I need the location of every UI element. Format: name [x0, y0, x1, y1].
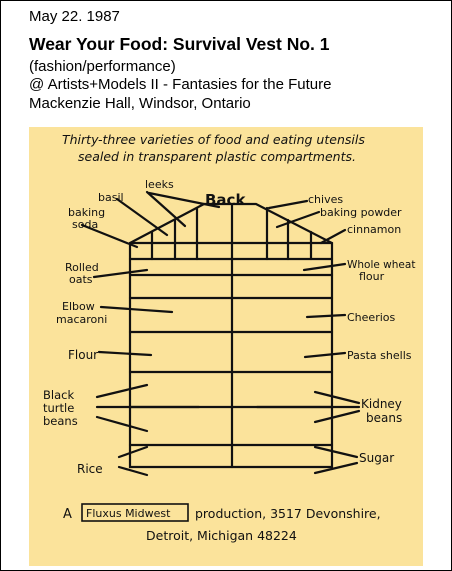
label-chives: chives [308, 193, 343, 206]
sketch-stroke [319, 228, 347, 245]
sketch-stroke [80, 223, 139, 249]
sketch-stroke [313, 390, 361, 405]
label-rolled-oats-2: oats [69, 273, 93, 286]
footer-line-2: Detroit, Michigan 48224 [146, 528, 297, 543]
brand-box [81, 503, 189, 522]
label-black-beans-3: beans [43, 414, 78, 428]
label-cinnamon: cinnamon [347, 223, 401, 236]
label-flour: Flour [68, 348, 98, 362]
caption-line-1: Thirty-three varieties of food and eatin… [62, 132, 365, 147]
sketch-stroke [313, 445, 359, 459]
sketch-stroke [305, 313, 347, 319]
sketch-stroke [117, 445, 149, 459]
label-baking-soda-1: baking [68, 206, 105, 219]
label-elbow-1: Elbow [62, 300, 95, 313]
label-black-beans-2: turtle [43, 401, 74, 415]
sketch-stroke [303, 351, 347, 359]
sketch-stroke [302, 262, 347, 272]
sketch-paper: Thirty-three varieties of food and eatin… [29, 127, 423, 566]
back-label: Back [205, 191, 246, 209]
event-line: @ Artists+Models II - Fantasies for the … [29, 76, 332, 93]
vest-sketch: Thirty-three varieties of food and eatin… [43, 132, 415, 543]
label-rice: Rice [77, 462, 103, 476]
label-elbow-2: macaroni [56, 313, 107, 326]
caption-line-2: sealed in transparent plastic compartmen… [78, 149, 356, 164]
footer-brand: Fluxus Midwest [86, 507, 171, 520]
label-kidney-beans-2: beans [366, 411, 402, 425]
genre: (fashion/performance) [29, 58, 176, 75]
sketch-stroke [275, 210, 321, 229]
label-cheerios: Cheerios [347, 311, 395, 324]
label-rolled-oats-1: Rolled [65, 261, 99, 274]
label-kidney-beans-1: Kidney [361, 397, 402, 411]
sketch-stroke [267, 199, 309, 210]
sketch-stroke [147, 191, 221, 209]
sketch-stroke [117, 465, 149, 477]
sketch-stroke [99, 305, 174, 314]
sketch-stroke [145, 190, 187, 228]
sketch-stroke: Thirty-three varieties of food and eatin… [43, 132, 415, 543]
sketch-stroke [95, 415, 149, 433]
label-leeks: leeks [145, 178, 174, 191]
label-sugar: Sugar [359, 451, 394, 465]
sketch-stroke [313, 461, 359, 475]
venue-line: Mackenzie Hall, Windsor, Ontario [29, 95, 251, 112]
sketch-stroke [80, 190, 361, 477]
date: May 22. 1987 [29, 8, 120, 25]
sketch-stroke [115, 197, 169, 237]
sketch-stroke [95, 383, 149, 399]
sketch-stroke [97, 350, 153, 357]
footer-rest: production, 3517 Devonshire, [195, 506, 381, 521]
page-title: Wear Your Food: Survival Vest No. 1 [29, 34, 330, 54]
sketch-stroke [92, 268, 149, 279]
label-whole-wheat-1: Whole wheat [347, 259, 415, 271]
label-whole-wheat-2: flour [359, 270, 385, 283]
label-baking-powder: baking powder [320, 206, 402, 219]
label-baking-soda-2: soda [72, 218, 98, 231]
label-basil: basil [98, 191, 124, 204]
label-black-beans-1: Black [43, 388, 74, 402]
label-pasta-shells: Pasta shells [347, 349, 412, 362]
footer-a: A [63, 507, 72, 522]
sketch-stroke [313, 409, 361, 424]
